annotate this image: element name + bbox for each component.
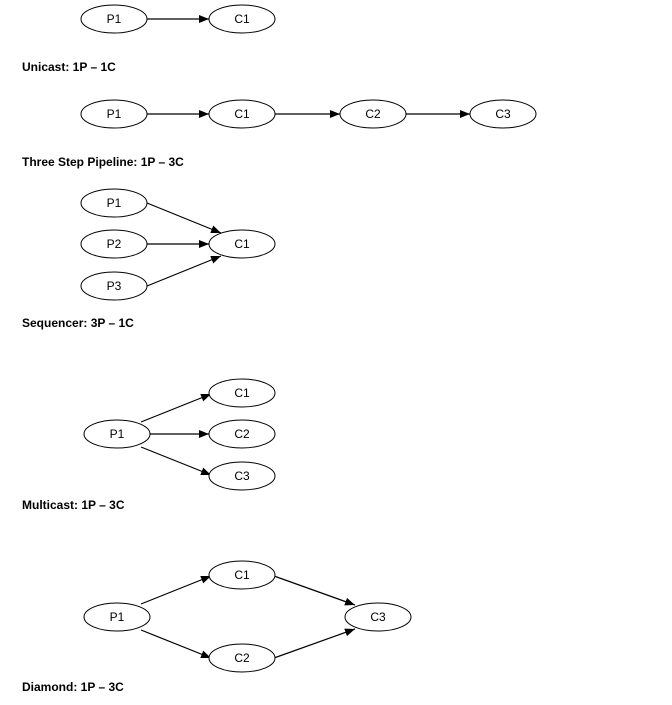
node-c1-ellipse xyxy=(208,4,276,34)
node-c1: C1 xyxy=(208,4,276,34)
pipeline-diagram: P1 C1 C2 C3 Three Step Pipeline: 1P – 3C xyxy=(22,99,537,169)
edges xyxy=(146,202,222,287)
edge-c1-c3 xyxy=(273,575,356,606)
node-p1: P1 xyxy=(83,602,151,632)
unicast-diagram: P1 C1 Unicast: 1P – 1C xyxy=(22,4,276,74)
node-c2-label: C2 xyxy=(234,651,250,665)
node-c2-ellipse xyxy=(208,643,276,673)
node-p1-ellipse xyxy=(83,602,151,632)
node-c3: C3 xyxy=(344,602,412,632)
node-c2: C2 xyxy=(208,643,276,673)
edge-p1-c1 xyxy=(140,575,212,605)
node-p1-label: P1 xyxy=(107,12,122,26)
pipeline-caption: Three Step Pipeline: 1P – 3C xyxy=(22,155,184,169)
node-p1-label: P1 xyxy=(110,427,125,441)
edge-p1-c3 xyxy=(140,446,212,476)
node-c1: C1 xyxy=(208,99,276,129)
edge-c2-c3 xyxy=(273,628,356,659)
node-p2-label: P2 xyxy=(107,237,122,251)
edge-p3-c1 xyxy=(146,255,222,287)
node-p3-label: P3 xyxy=(107,279,122,293)
node-p1-ellipse xyxy=(83,419,151,449)
node-c2-label: C2 xyxy=(234,427,250,441)
sequencer-caption: Sequencer: 3P – 1C xyxy=(22,316,134,330)
edges xyxy=(140,575,356,659)
node-p1: P1 xyxy=(80,99,148,129)
node-c1-ellipse xyxy=(208,99,276,129)
node-p2: P2 xyxy=(80,229,148,259)
node-c1-label: C1 xyxy=(234,386,250,400)
node-p3: P3 xyxy=(80,271,148,301)
edges xyxy=(140,393,212,476)
node-c3-ellipse xyxy=(208,461,276,491)
node-p1: P1 xyxy=(83,419,151,449)
node-c3-label: C3 xyxy=(370,610,386,624)
node-c1-ellipse xyxy=(208,378,276,408)
node-c2: C2 xyxy=(339,99,407,129)
node-c3-ellipse xyxy=(469,99,537,129)
node-p3-ellipse xyxy=(80,271,148,301)
node-c3-label: C3 xyxy=(234,469,250,483)
node-c1: C1 xyxy=(208,229,276,259)
node-p1-ellipse xyxy=(80,4,148,34)
node-c1-label: C1 xyxy=(234,12,250,26)
edge-p1-c1 xyxy=(146,202,222,234)
node-c1: C1 xyxy=(208,560,276,590)
node-c1-ellipse xyxy=(208,229,276,259)
diamond-caption: Diamond: 1P – 3C xyxy=(22,680,124,694)
node-p1-ellipse xyxy=(80,99,148,129)
node-c2-label: C2 xyxy=(365,107,381,121)
node-c3-label: C3 xyxy=(495,107,511,121)
node-p1-label: P1 xyxy=(107,107,122,121)
sequencer-diagram: P1 P2 P3 C1 Sequencer: 3P – 1C xyxy=(22,188,276,330)
node-p1-label: P1 xyxy=(107,196,122,210)
node-c1-label: C1 xyxy=(234,107,250,121)
node-c1-ellipse xyxy=(208,560,276,590)
node-c1-label: C1 xyxy=(234,568,250,582)
node-p1-label: P1 xyxy=(110,610,125,624)
node-c2: C2 xyxy=(208,419,276,449)
node-p1-ellipse xyxy=(80,188,148,218)
edge-p1-c1 xyxy=(140,393,212,423)
multicast-diagram: P1 C1 C2 C3 Multicast: 1P – 3C xyxy=(22,378,276,512)
edge-p1-c2 xyxy=(140,629,212,659)
node-c1-label: C1 xyxy=(234,237,250,251)
node-p2-ellipse xyxy=(80,229,148,259)
node-c2-ellipse xyxy=(339,99,407,129)
node-c3: C3 xyxy=(469,99,537,129)
diamond-diagram: P1 C1 C2 C3 Diamond: 1P – 3C xyxy=(22,560,412,694)
multicast-caption: Multicast: 1P – 3C xyxy=(22,498,125,512)
node-c2-ellipse xyxy=(208,419,276,449)
node-p1: P1 xyxy=(80,188,148,218)
node-c1: C1 xyxy=(208,378,276,408)
unicast-caption: Unicast: 1P – 1C xyxy=(22,60,116,74)
node-c3: C3 xyxy=(208,461,276,491)
node-p1: P1 xyxy=(80,4,148,34)
node-c3-ellipse xyxy=(344,602,412,632)
